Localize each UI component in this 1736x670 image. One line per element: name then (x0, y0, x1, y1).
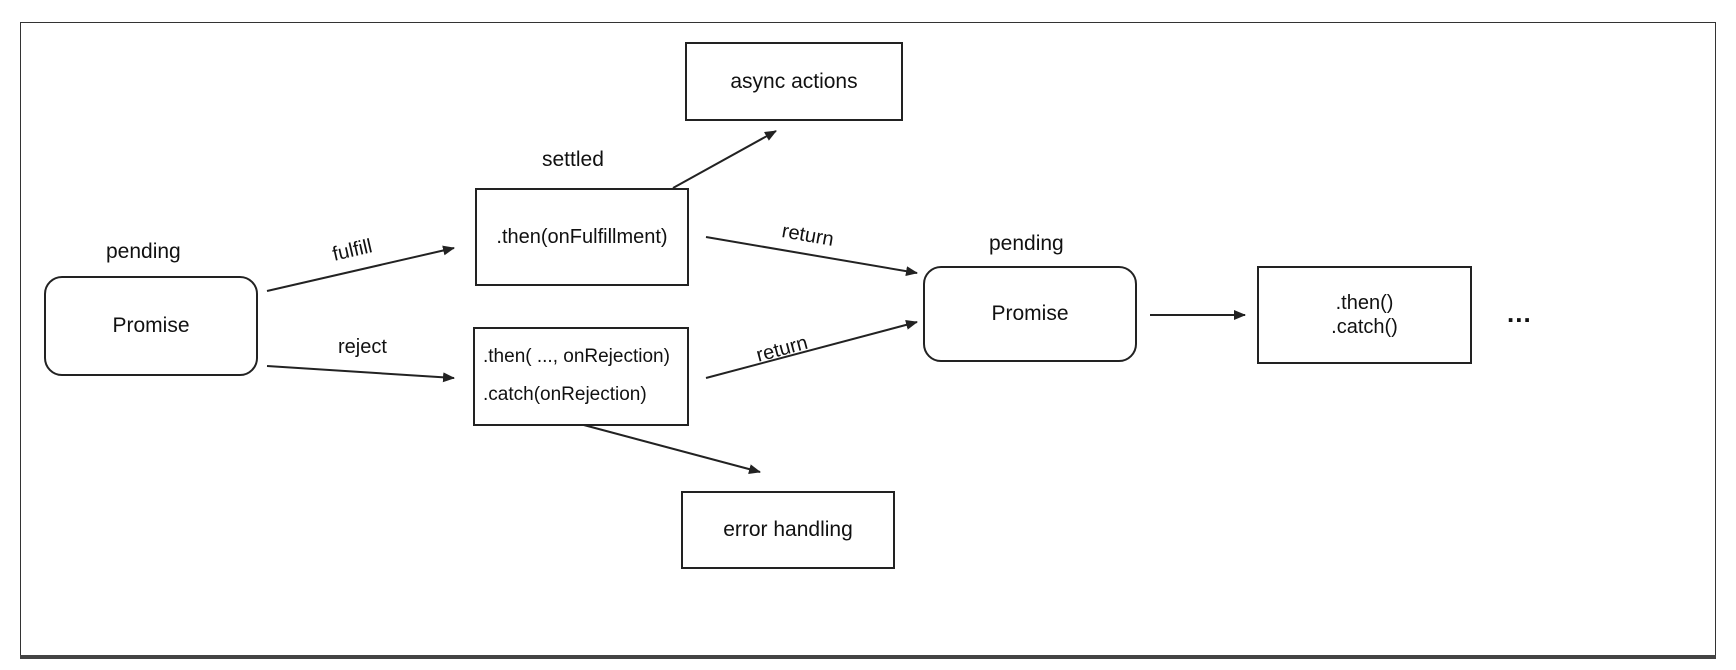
promise-node-chained: Promise (923, 266, 1137, 362)
state-label-pending-left: pending (106, 240, 181, 263)
error-handling-label: error handling (723, 518, 853, 542)
rejection-catch-label: .catch(onRejection) (483, 383, 647, 405)
edge-label-reject: reject (338, 336, 387, 358)
promise-node-initial: Promise (44, 276, 258, 376)
reject-arrow (266, 365, 455, 383)
async-actions-label: async actions (730, 69, 858, 93)
error-handling-arrow (579, 423, 761, 474)
fulfillment-handler-label: .then(onFulfillment) (496, 226, 668, 248)
promise-node-chained-label: Promise (991, 302, 1069, 326)
fulfillment-handler-node: .then(onFulfillment) (475, 188, 689, 286)
state-label-pending-right: pending (989, 232, 1064, 255)
rejection-handler-node: .then( ..., onRejection) .catch(onReject… (473, 327, 689, 426)
async-actions-node: async actions (685, 42, 903, 121)
error-handling-node: error handling (681, 491, 895, 569)
state-label-settled: settled (542, 148, 604, 171)
return-top-arrow (705, 236, 918, 277)
continuation-ellipsis: ... (1507, 298, 1532, 328)
return-bottom-arrow (705, 319, 918, 379)
chain-catch-label: .catch() (1331, 316, 1398, 338)
chain-then-label: .then() (1335, 292, 1394, 314)
chain-methods-node: .then() .catch() (1257, 266, 1472, 364)
promise-node-initial-label: Promise (112, 314, 190, 338)
fulfill-arrow (266, 245, 455, 292)
rejection-then-label: .then( ..., onRejection) (483, 346, 670, 368)
async-actions-arrow (672, 130, 777, 189)
frame-bottom-edge (20, 655, 1716, 659)
